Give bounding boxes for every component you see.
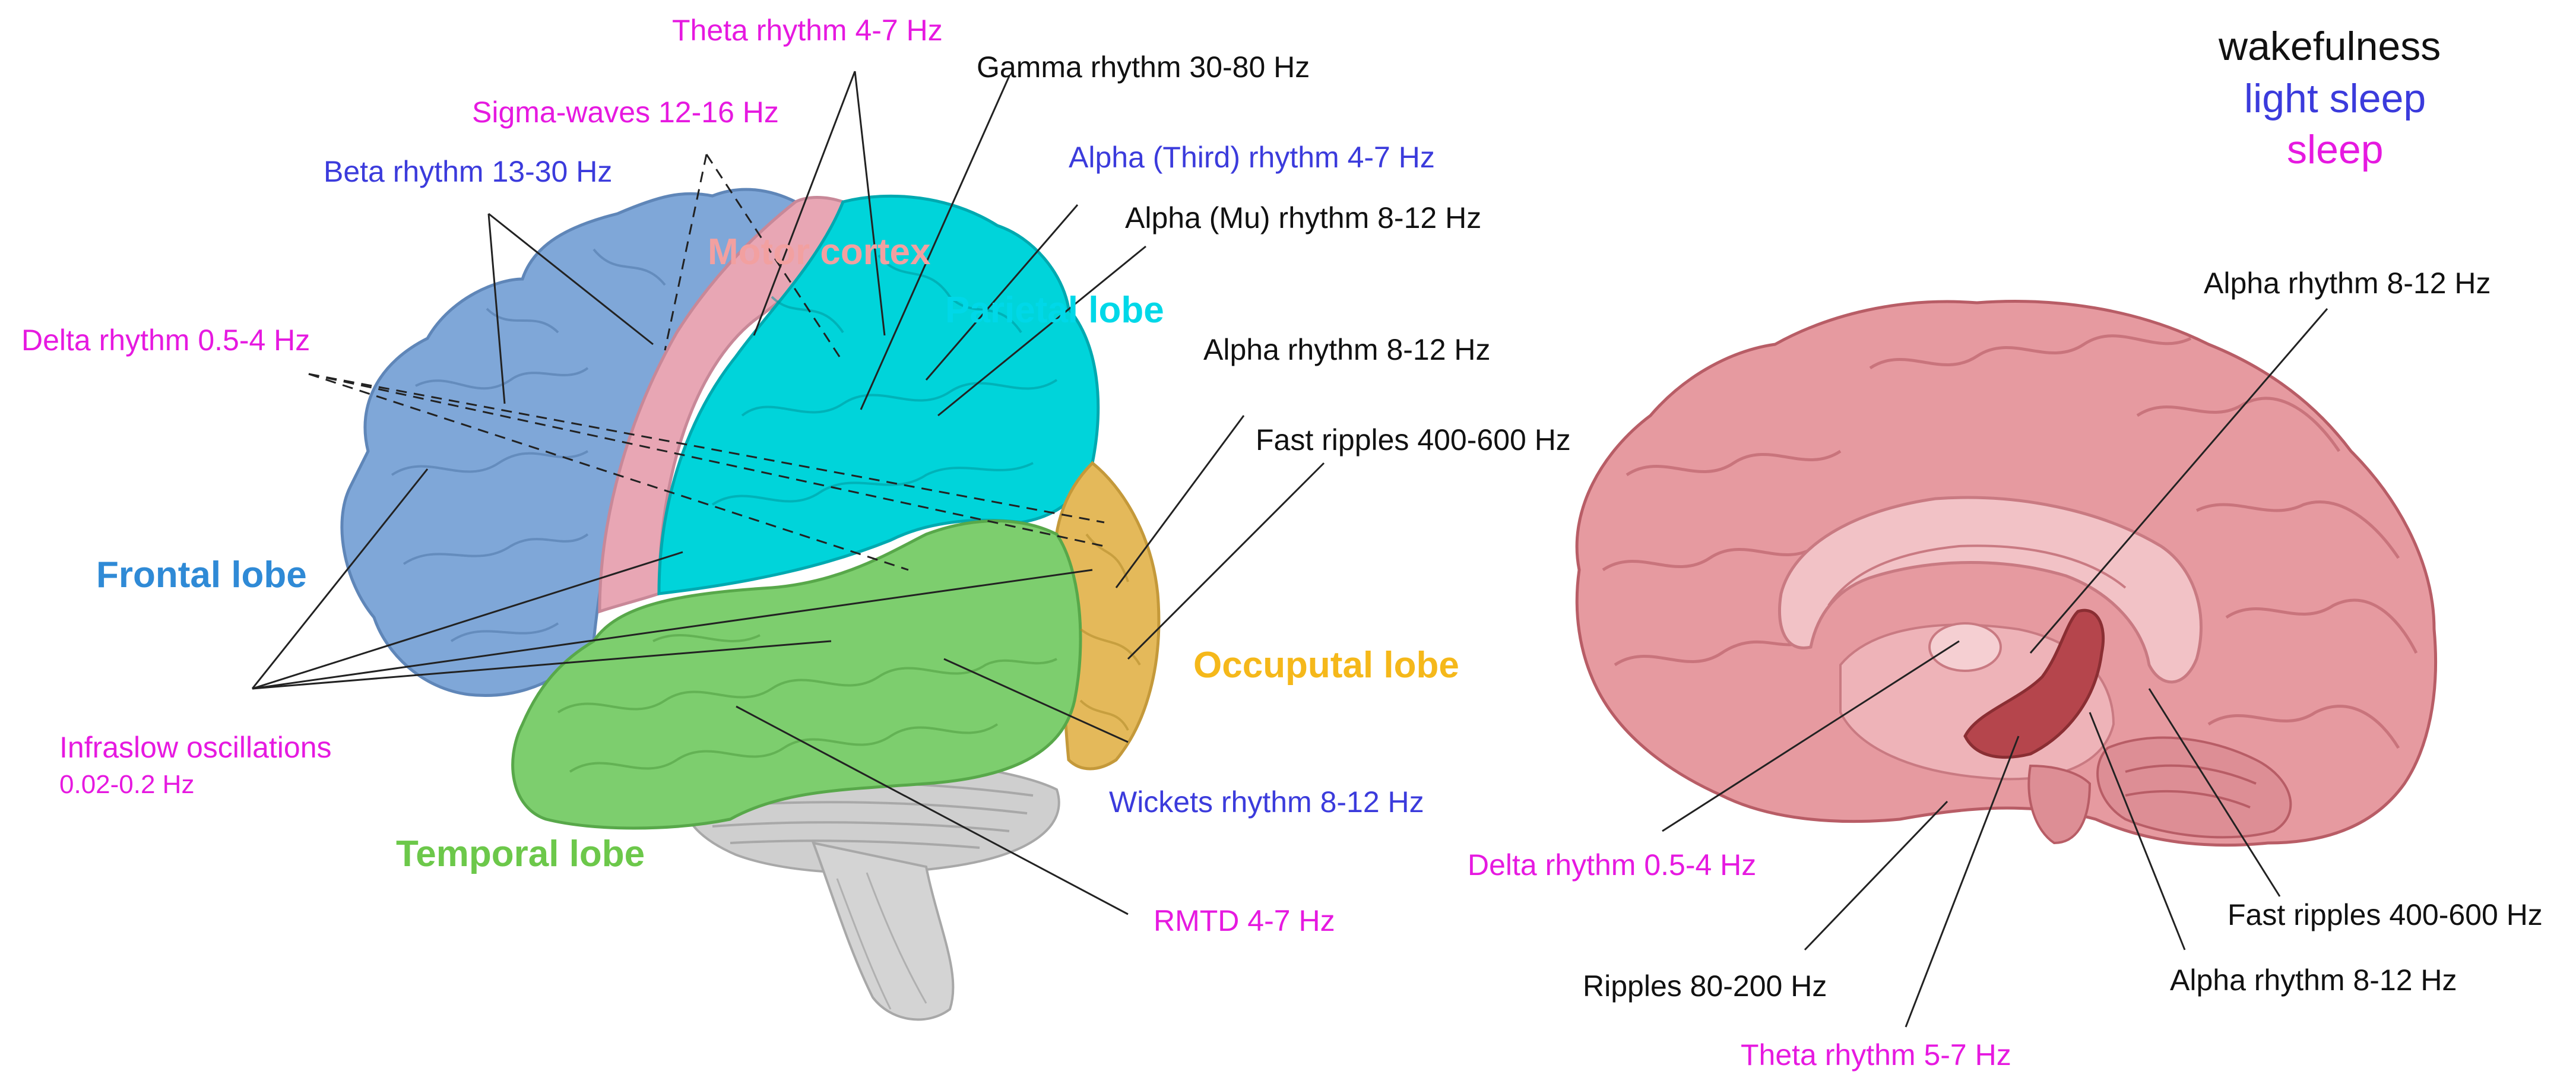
lobe-label-temporal: Temporal lobe — [396, 833, 645, 874]
left-dashed-lines — [308, 154, 1105, 571]
corpus-callosum-shape — [1777, 496, 2203, 684]
label-delta-left: Delta rhythm 0.5-4 Hz — [21, 324, 310, 357]
lateral-brain — [340, 188, 1161, 1021]
label-wickets: Wickets rhythm 8-12 Hz — [1109, 785, 1424, 819]
label-infraslow: Infraslow oscillations — [59, 731, 332, 764]
medial-brainstem-shape — [2027, 764, 2092, 845]
legend-sleep: sleep — [2287, 127, 2384, 172]
label-alpha-left: Alpha rhythm 8-12 Hz — [1203, 333, 1491, 366]
label-theta-5-7: Theta rhythm 5-7 Hz — [1741, 1038, 2011, 1072]
left-leader-lines — [251, 71, 1325, 915]
label-rmtd: RMTD 4-7 Hz — [1154, 904, 1335, 937]
right-leader-lines — [1662, 308, 2328, 1028]
legend-wakefulness: wakefulness — [2219, 24, 2441, 69]
hippocampus-shape — [1963, 608, 2105, 759]
label-alpha-right-bottom: Alpha rhythm 8-12 Hz — [2170, 963, 2457, 997]
label-gamma: Gamma rhythm 30-80 Hz — [977, 50, 1310, 84]
label-alpha-right-top: Alpha rhythm 8-12 Hz — [2204, 267, 2491, 300]
label-fast-ripples-right: Fast ripples 400-600 Hz — [2228, 898, 2543, 931]
label-ripples: Ripples 80-200 Hz — [1583, 969, 1827, 1003]
medial-cerebellum-shape — [2096, 736, 2292, 839]
label-alpha-mu: Alpha (Mu) rhythm 8-12 Hz — [1125, 201, 1482, 234]
lobe-label-parietal: Parietal lobe — [945, 290, 1164, 331]
brainstem — [811, 841, 955, 1021]
label-fast-ripples-left: Fast ripples 400-600 Hz — [1256, 423, 1571, 457]
label-infraslow-range: 0.02-0.2 Hz — [59, 770, 195, 799]
temporal-lobe-shape — [511, 519, 1082, 830]
medial-brain — [1575, 300, 2438, 847]
medial-cortex-shape — [1575, 300, 2438, 847]
lobe-label-frontal: Frontal lobe — [96, 554, 307, 595]
label-delta-right: Delta rhythm 0.5-4 Hz — [1468, 848, 1757, 882]
label-beta: Beta rhythm 13-30 Hz — [324, 155, 613, 188]
lobe-label-occipital: Occuputal lobe — [1193, 645, 1459, 686]
thalamus-shape — [1928, 622, 2002, 672]
label-alpha-third: Alpha (Third) rhythm 4-7 Hz — [1069, 141, 1435, 174]
label-theta-4-7: Theta rhythm 4-7 Hz — [672, 14, 943, 47]
legend-light-sleep: light sleep — [2244, 76, 2426, 121]
lobe-label-motor: Motor cortex — [708, 232, 931, 272]
label-sigma: Sigma-waves 12-16 Hz — [472, 96, 779, 129]
